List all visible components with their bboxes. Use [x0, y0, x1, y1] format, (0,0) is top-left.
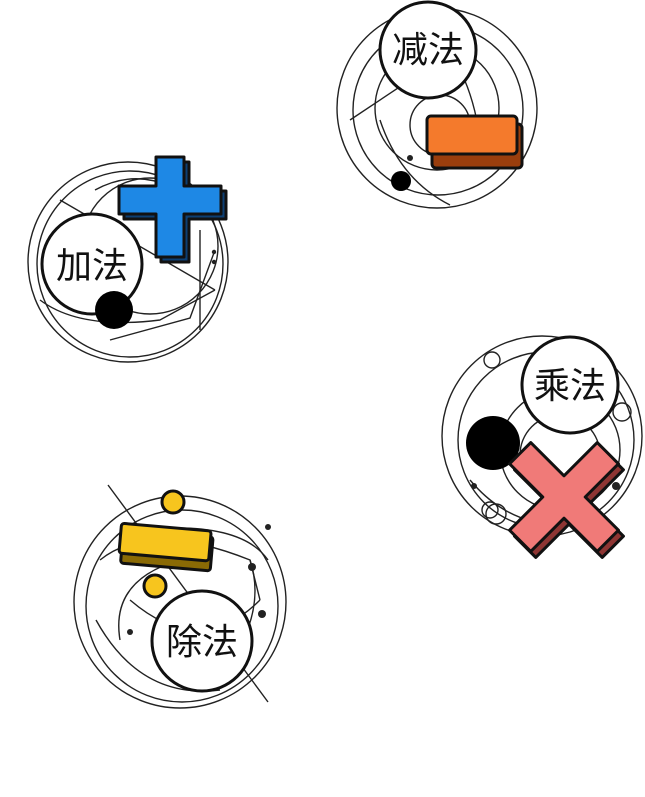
division-group: 除法 — [73, 484, 287, 709]
divide-icon — [117, 489, 215, 599]
divide-icon-dot-bottom — [142, 573, 168, 599]
divide-icon-bar — [117, 521, 213, 563]
multiplication-label: 乘法 — [534, 366, 606, 407]
addition-label: 加法 — [56, 246, 128, 287]
division-label-circle — [150, 589, 254, 693]
plus-icon — [117, 155, 228, 264]
subtraction-black-dot — [391, 171, 411, 191]
subtraction-label-circle — [378, 0, 478, 100]
divide-icon-dot-top — [160, 489, 186, 515]
subtraction-label: 减法 — [392, 30, 464, 71]
addition-black-dot — [95, 291, 133, 329]
multiplication-group: 乘法 — [441, 335, 643, 559]
multiplication-black-dot — [466, 416, 520, 470]
times-icon — [508, 441, 625, 559]
multiplication-label-circle — [520, 335, 620, 435]
plus-icon-face — [117, 155, 223, 259]
addition-group: 加法 — [27, 155, 229, 363]
times-icon-face — [508, 441, 620, 553]
minus-icon — [425, 114, 524, 170]
division-label: 除法 — [166, 622, 238, 663]
minus-icon-face — [425, 114, 519, 156]
addition-label-circle — [40, 212, 144, 316]
subtraction-group: 减法 — [336, 0, 538, 209]
